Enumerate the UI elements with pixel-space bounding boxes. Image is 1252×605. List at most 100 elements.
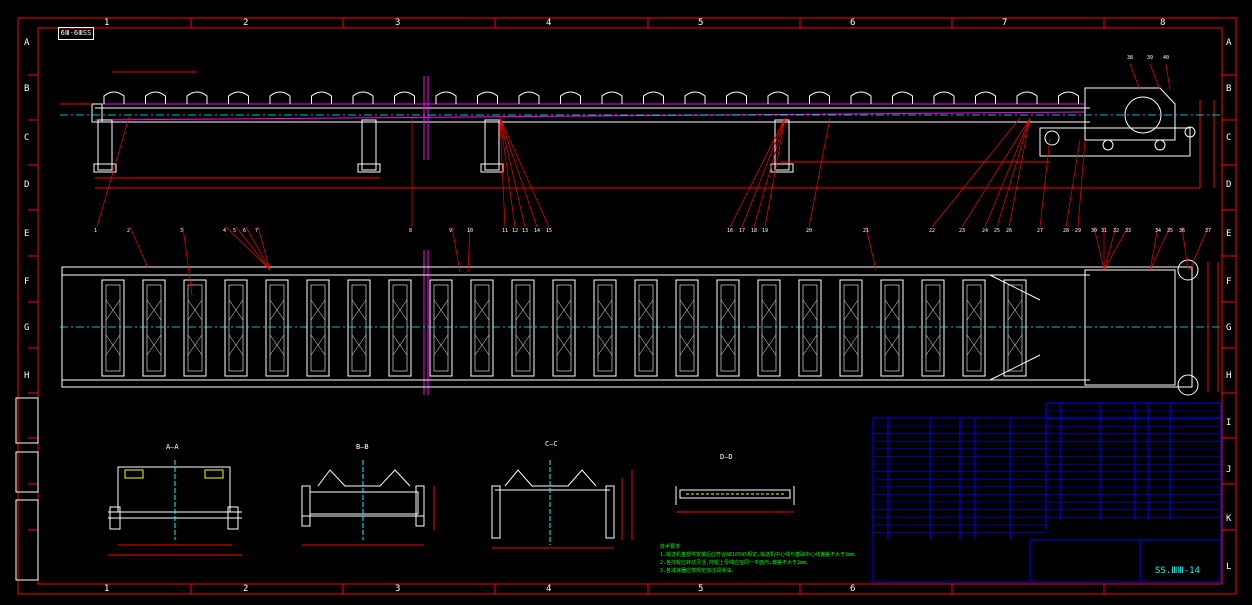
plan-view: [61, 259, 1199, 396]
idler-side: [103, 91, 125, 104]
row-F-right: F: [1226, 277, 1232, 287]
col-5-top: 5: [698, 18, 704, 28]
note-2: 2.各托辊应转动灵活,托辊上母线应在同一平面内,偏差不大于2mm。: [660, 560, 812, 566]
idler-side: [518, 91, 540, 104]
section-d: [675, 486, 795, 513]
idler-roll: [146, 284, 162, 372]
leader-7: [257, 226, 271, 271]
idler-side: [394, 91, 415, 104]
idler-roll: [228, 284, 244, 372]
idler-roll: [843, 284, 859, 372]
idler-side: [352, 91, 374, 104]
idler-roll: [433, 284, 449, 372]
leader-15: [499, 117, 550, 228]
callout-27: 27: [1037, 228, 1044, 234]
callout-31: 31: [1101, 228, 1108, 234]
leader-14: [499, 117, 538, 228]
leader-5: [235, 226, 271, 271]
leader-22: [931, 117, 1021, 228]
col-2-bottom: 2: [243, 584, 249, 594]
idler-brace: [556, 334, 572, 356]
idler-side: [435, 91, 457, 104]
idler-brace: [720, 334, 736, 356]
callout-14: 14: [534, 228, 541, 234]
leader-2: [129, 226, 149, 269]
idler-brace: [187, 299, 203, 321]
idler-brace: [1007, 334, 1023, 356]
leader-33: [1103, 226, 1129, 271]
leader-35: [1149, 226, 1171, 271]
idler-brace: [474, 334, 490, 356]
leader-16: [729, 117, 786, 228]
callout-11: 11: [502, 228, 509, 234]
col-6-top: 6: [850, 18, 856, 28]
section-c-title: C—C: [545, 440, 558, 448]
idler-roll: [187, 284, 203, 372]
idler-side: [601, 91, 623, 104]
col-2-top: 2: [243, 18, 249, 28]
idler-brace: [433, 334, 449, 356]
idler-brace: [802, 334, 818, 356]
callout-30: 30: [1091, 228, 1098, 234]
leader-6: [245, 226, 271, 271]
idler-side: [145, 91, 166, 104]
section-c: [491, 460, 633, 549]
idler-roll: [1007, 284, 1023, 372]
callout-33: 33: [1125, 228, 1132, 234]
col-8-top: 8: [1160, 18, 1166, 28]
callout-22: 22: [929, 228, 936, 234]
idler-brace: [515, 334, 531, 356]
note-1: 1.输送机各部件安装后应符合GB10595规定,输送机中心线与基础中心线偏差不大…: [660, 552, 860, 558]
callout-3: 3: [180, 228, 184, 234]
idler-side: [560, 91, 581, 104]
idler-brace: [966, 299, 982, 321]
callout-26: 26: [1006, 228, 1013, 234]
side-elevation: [91, 87, 1196, 173]
callout-40: 40: [1163, 55, 1170, 61]
idler-brace: [392, 299, 408, 321]
idler-roll: [474, 284, 490, 372]
note-3: 3.各减速器应按规定加注润滑油。: [660, 568, 737, 574]
col-5-bottom: 5: [698, 584, 704, 594]
idler-plan: [511, 279, 535, 377]
row-C-right: C: [1226, 133, 1232, 143]
idler-roll: [515, 284, 531, 372]
idler-side: [892, 91, 913, 104]
leader-18: [753, 117, 786, 228]
leader-34: [1149, 226, 1159, 271]
callout-7: 7: [255, 228, 259, 234]
idler-brace: [146, 299, 162, 321]
idler-brace: [392, 334, 408, 356]
idler-roll: [269, 284, 285, 372]
callout-23: 23: [959, 228, 966, 234]
idler-brace: [105, 299, 121, 321]
leader-30: [1093, 226, 1105, 271]
col-6-bottom: 6: [850, 584, 856, 594]
idler-plan: [798, 279, 822, 377]
leader-39: [1149, 63, 1161, 91]
idler-plan: [757, 279, 781, 377]
idler-brace: [802, 299, 818, 321]
idler-brace: [679, 334, 695, 356]
idler-brace: [638, 334, 654, 356]
idler-roll: [638, 284, 654, 372]
callout-29: 29: [1075, 228, 1082, 234]
callout-37: 37: [1205, 228, 1212, 234]
idler-roll: [310, 284, 326, 372]
idler-side: [684, 91, 706, 104]
idler-plan: [429, 279, 453, 377]
idler-plan: [634, 279, 658, 377]
notes-title: 技术要求: [660, 544, 681, 550]
idler-brace: [884, 299, 900, 321]
leader-13: [499, 117, 526, 228]
idler-side: [933, 91, 955, 104]
idler-brace: [638, 299, 654, 321]
section-d-title: D—D: [720, 453, 733, 461]
leader-25: [996, 117, 1031, 228]
idler-roll: [556, 284, 572, 372]
idler-plan: [142, 279, 166, 377]
leader-4: [225, 226, 271, 271]
idler-brace: [310, 299, 326, 321]
leader-24: [984, 117, 1031, 228]
idler-side: [767, 91, 789, 104]
